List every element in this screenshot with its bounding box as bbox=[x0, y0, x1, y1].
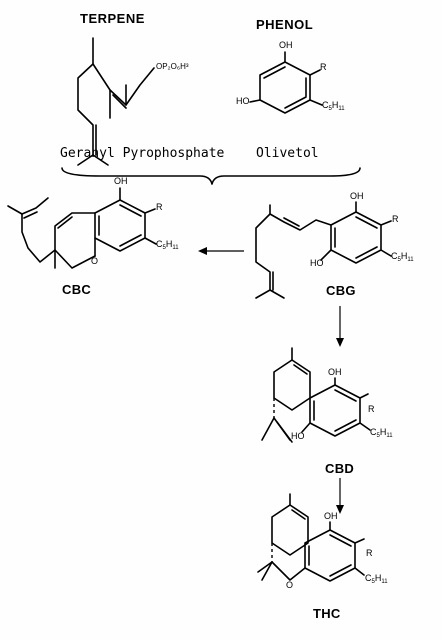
cbd-r-label: R bbox=[368, 404, 375, 414]
olivetol-ho-label: HO bbox=[236, 96, 250, 106]
cbd-pentyl-label: C5H11 bbox=[370, 427, 393, 440]
thc-oh-label: OH bbox=[324, 511, 338, 521]
combine-brace bbox=[61, 167, 361, 185]
cbd-structure bbox=[261, 347, 371, 443]
cbg-pentyl-label: C5H11 bbox=[391, 251, 414, 264]
arrow-cbg-to-cbd bbox=[336, 306, 344, 347]
cbc-oh-label: OH bbox=[114, 176, 128, 186]
thc-o-label: O bbox=[286, 580, 294, 590]
cbc-name: CBC bbox=[62, 282, 92, 297]
olivetol-label: Olivetol bbox=[256, 146, 319, 161]
cbc-structure bbox=[7, 187, 157, 269]
thc-pentyl-label: C5H11 bbox=[365, 573, 388, 586]
olivetol-r-label: R bbox=[320, 62, 327, 72]
thc-name: THC bbox=[313, 606, 341, 621]
cbg-name: CBG bbox=[326, 283, 356, 298]
olivetol-oh-label: OH bbox=[279, 40, 293, 50]
cbc-r-label: R bbox=[156, 202, 163, 212]
geranyl-pyrophosphate-label: Geranyl Pyrophosphate bbox=[60, 146, 225, 161]
terpene-heading: TERPENE bbox=[80, 11, 145, 26]
cbc-o-label: O bbox=[91, 256, 99, 266]
arrow-cbd-to-thc bbox=[336, 478, 344, 514]
cbg-structure bbox=[255, 201, 392, 299]
cbd-oh-top-label: OH bbox=[328, 367, 342, 377]
arrow-cbg-to-cbc bbox=[198, 247, 244, 255]
phenol-heading: PHENOL bbox=[256, 17, 314, 32]
cbg-r-label: R bbox=[392, 214, 399, 224]
olivetol-pentyl-label: C5H11 bbox=[322, 100, 345, 113]
olivetol-structure bbox=[249, 51, 323, 114]
cbg-oh-label: OH bbox=[350, 191, 364, 201]
cbg-ho-label: HO bbox=[310, 258, 324, 268]
geranyl-pyrophosphate-structure bbox=[77, 37, 155, 166]
cbd-name: CBD bbox=[325, 461, 355, 476]
cbd-ho-label: HO bbox=[291, 431, 305, 441]
pyrophosphate-label: OP₂O₆H³ bbox=[156, 62, 189, 71]
cbc-pentyl-label: C5H11 bbox=[156, 239, 179, 252]
thc-r-label: R bbox=[366, 548, 373, 558]
thc-structure bbox=[257, 493, 365, 582]
